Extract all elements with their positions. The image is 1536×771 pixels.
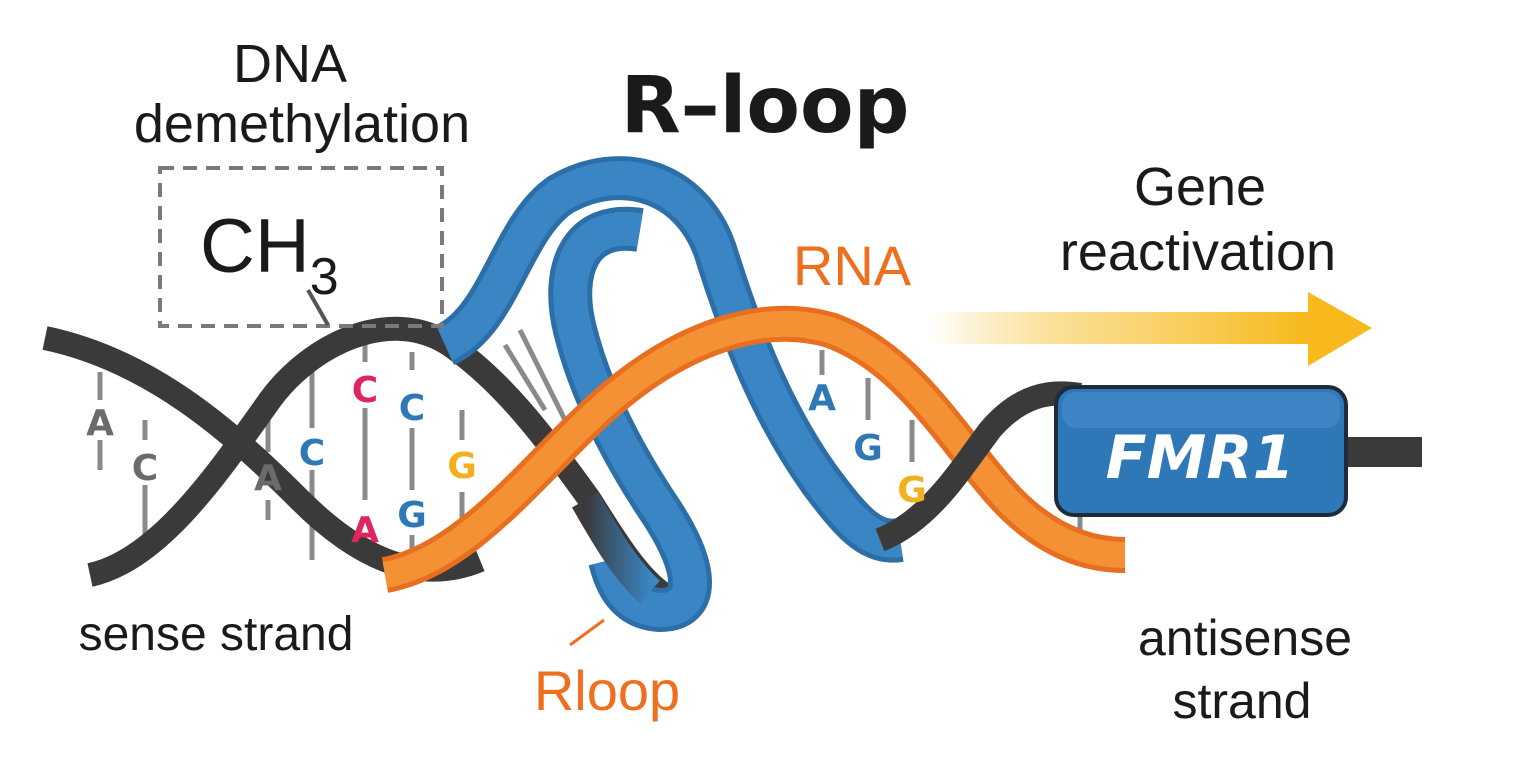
- base-letter: C: [132, 448, 158, 489]
- dna-demethylation-label-1: DNA: [233, 34, 347, 94]
- base-letter: G: [897, 470, 927, 511]
- methyl-main: CH: [200, 204, 310, 289]
- methylation-box: [158, 166, 444, 328]
- rloop-strand-highlight: [436, 161, 903, 558]
- gene-reactivation-label-1: Gene: [1134, 157, 1266, 217]
- antisense-strand-label-2: strand: [1173, 673, 1312, 729]
- base-letter: C: [352, 370, 378, 411]
- base-letter: C: [299, 433, 325, 474]
- base-letter: C: [399, 388, 425, 429]
- rloop-pointer: [569, 618, 605, 647]
- base-letter: G: [397, 495, 427, 536]
- base-letter: A: [254, 458, 282, 499]
- rloop-inner-curl-highlight: [553, 211, 707, 628]
- antisense-strand-label-1: antisense: [1138, 610, 1352, 666]
- sense-strand-label: sense strand: [79, 608, 354, 661]
- base-letter: G: [853, 428, 883, 469]
- rna-strand-highlight: [382, 310, 1126, 588]
- diagram-title: R–loop: [621, 61, 910, 151]
- fmr1-gene-box: FMR1: [1054, 385, 1348, 517]
- rloop-label: Rloop: [534, 659, 680, 722]
- dna-demethylation-label-2: demethylation: [134, 94, 470, 154]
- gene-reactivation-arrow: [930, 292, 1372, 366]
- base-letter: A: [86, 403, 114, 444]
- methyl-pointer: [306, 289, 330, 326]
- base-letter: G: [447, 446, 477, 487]
- fmr1-label: FMR1: [1106, 423, 1295, 493]
- gene-reactivation-label-2: reactivation: [1060, 222, 1336, 282]
- dna-strand-antisense: [875, 381, 1082, 552]
- methyl-group-label: CH3: [200, 204, 339, 306]
- base-letter: A: [351, 510, 379, 551]
- methyl-subscript: 3: [310, 248, 339, 306]
- strand-fade: [571, 492, 661, 604]
- rna-label: RNA: [793, 234, 912, 297]
- base-letters: A C A C C C G A G A G G: [86, 370, 927, 551]
- base-letter: A: [808, 378, 836, 419]
